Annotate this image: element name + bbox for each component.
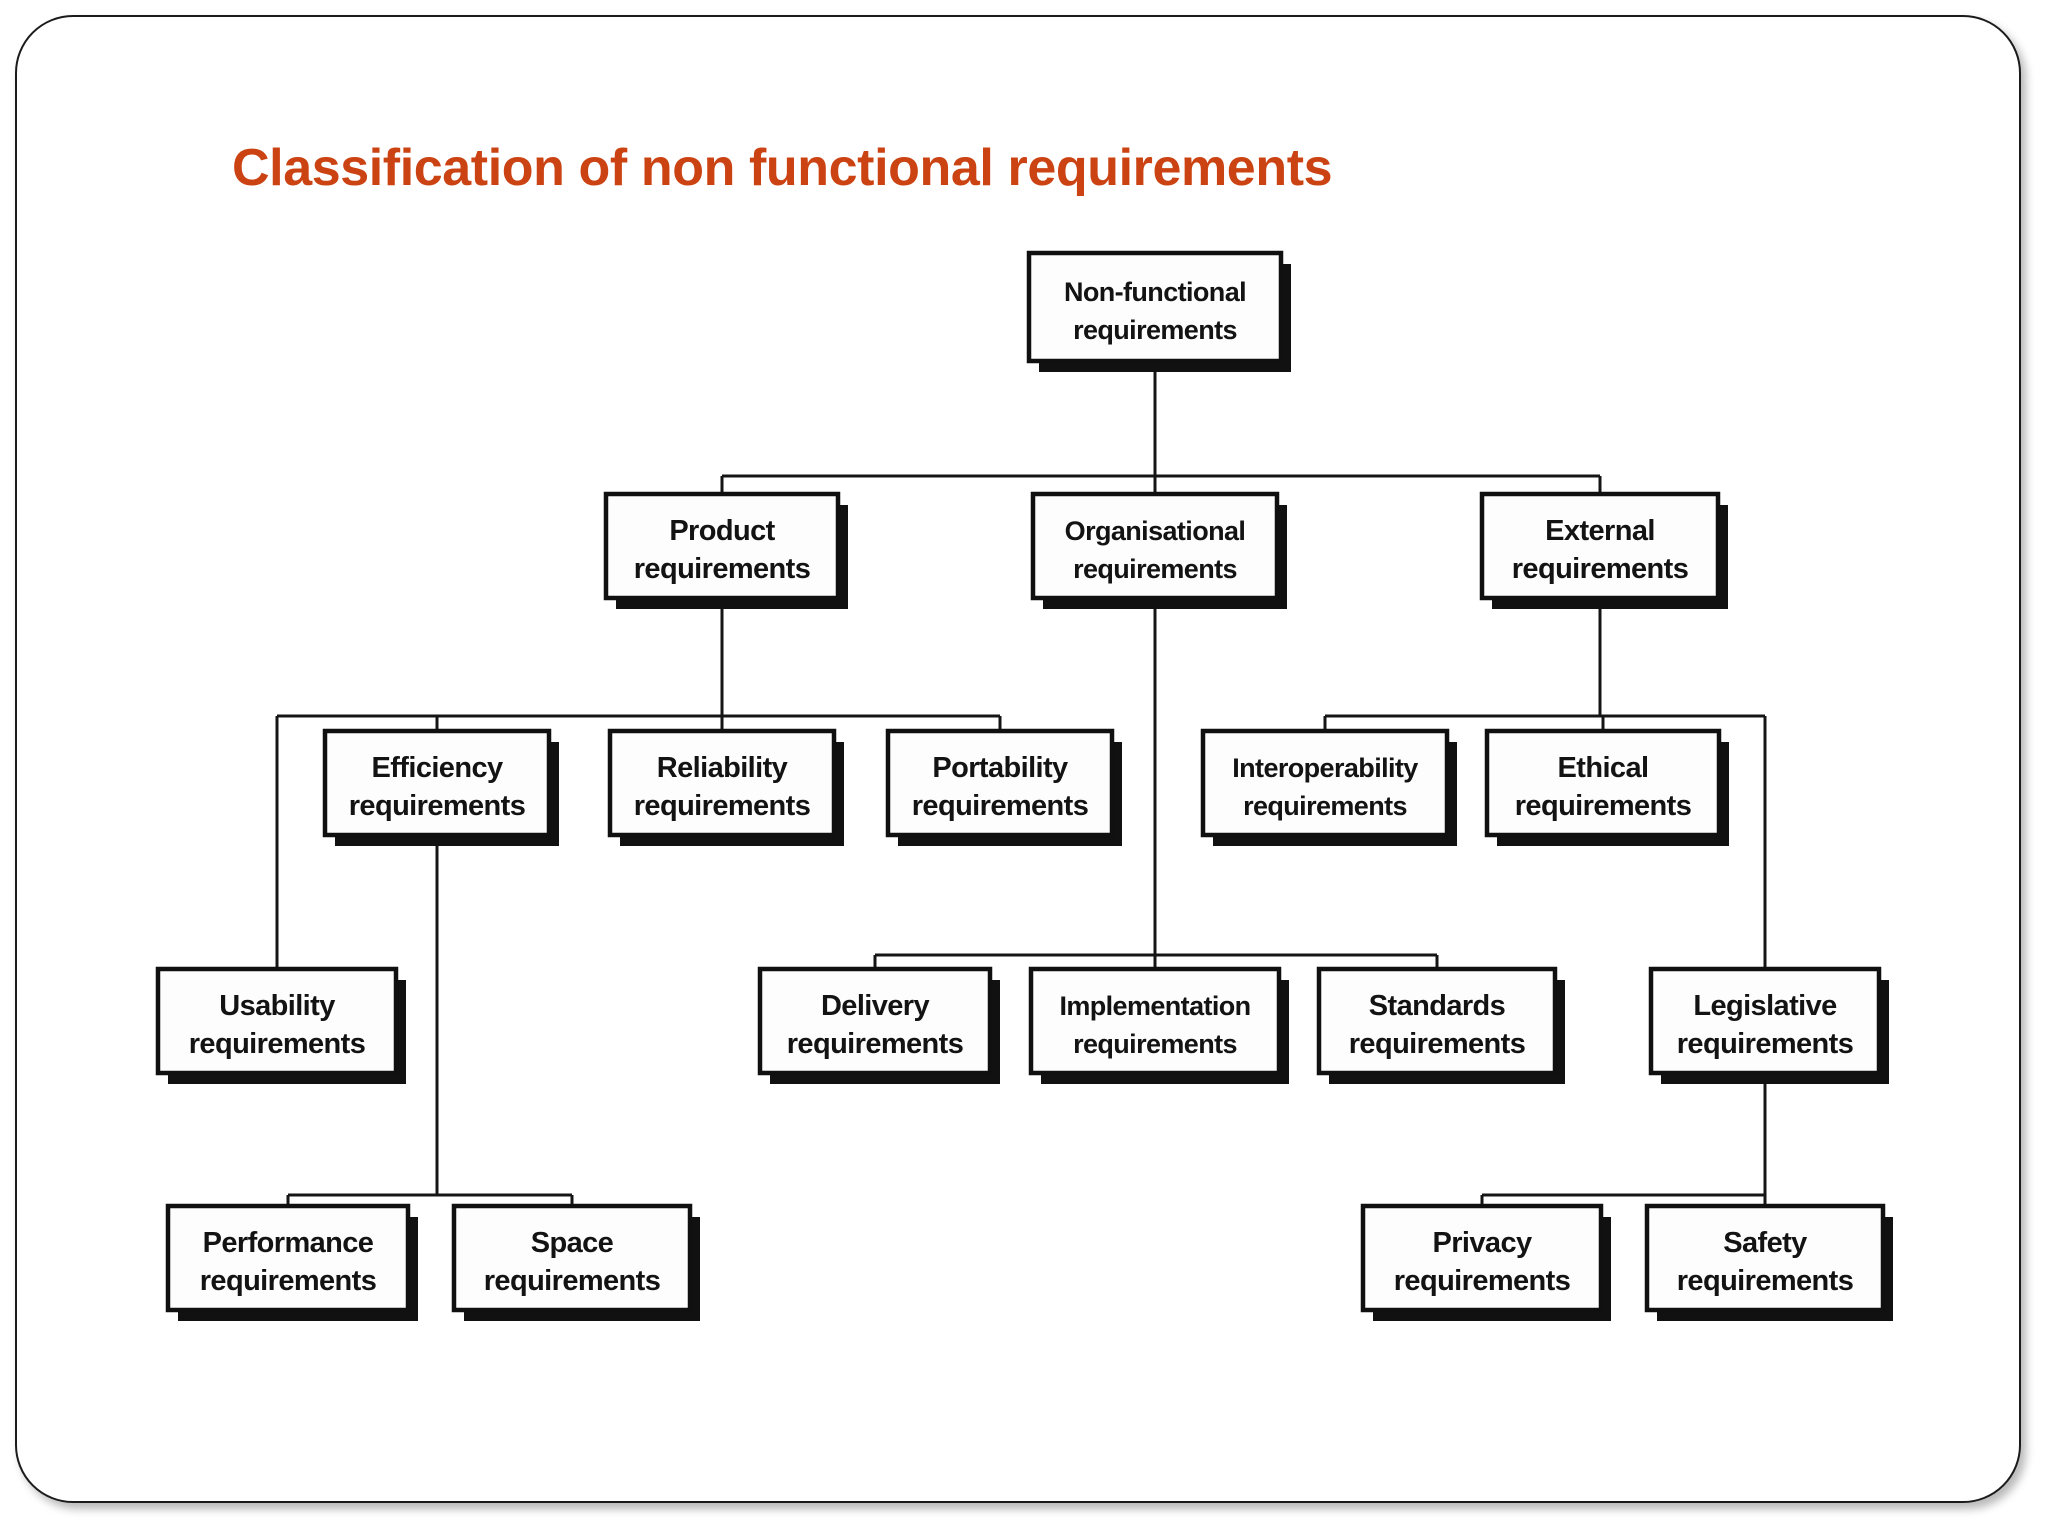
node-product: Product requirements [603, 491, 848, 609]
node-label-line2: requirements [1243, 791, 1407, 821]
node-external: External requirements [1479, 491, 1728, 609]
node-label-line1: Usability [219, 990, 335, 1022]
node-label-line2: requirements [1512, 553, 1689, 585]
node-label-line2: requirements [200, 1265, 377, 1297]
node-safety: Safety requirements [1644, 1203, 1893, 1321]
node-label-line1: Space [531, 1227, 614, 1259]
node-box [165, 1203, 411, 1313]
node-label-line1: Efficiency [372, 752, 503, 784]
node-label-line2: requirements [1677, 1028, 1854, 1060]
node-label-line2: requirements [1394, 1265, 1571, 1297]
node-label-line2: requirements [349, 790, 526, 822]
node-delivery: Delivery requirements [757, 966, 1000, 1084]
node-label-line1: External [1545, 515, 1655, 547]
node-label-line2: requirements [189, 1028, 366, 1060]
page-title: Classification of non functional require… [232, 139, 1333, 197]
node-box [1030, 491, 1280, 601]
node-box [607, 728, 837, 838]
node-box [1028, 966, 1282, 1076]
node-label-line1: Privacy [1433, 1227, 1532, 1259]
node-label-line1: Interoperability [1232, 753, 1418, 783]
node-label-line1: Organisational [1065, 516, 1246, 546]
node-label-line1: Performance [203, 1227, 374, 1259]
node-reliability: Reliability requirements [607, 728, 844, 846]
node-label-line2: requirements [1073, 554, 1237, 584]
node-box [155, 966, 399, 1076]
node-box [322, 728, 552, 838]
node-label-line2: requirements [912, 790, 1089, 822]
node-box [1648, 966, 1882, 1076]
node-label-line2: requirements [484, 1265, 661, 1297]
node-interoperability: Interoperability requirements [1200, 728, 1457, 846]
edge-root-bus [720, 361, 1602, 494]
node-legislative: Legislative requirements [1648, 966, 1889, 1084]
node-box [1484, 728, 1722, 838]
node-efficiency: Efficiency requirements [322, 728, 559, 846]
node-privacy: Privacy requirements [1360, 1203, 1611, 1321]
node-ethical: Ethical requirements [1484, 728, 1729, 846]
node-label-line1: Safety [1723, 1227, 1807, 1259]
edge-product-bus [275, 598, 1002, 969]
node-label-line2: requirements [1073, 315, 1237, 345]
node-label-line1: Portability [932, 752, 1068, 784]
edge-external-bus [1323, 598, 1767, 969]
connector-lines-group [275, 361, 1767, 1206]
node-label-line1: Product [669, 515, 775, 547]
node-label-line2: requirements [1349, 1028, 1526, 1060]
node-portability: Portability requirements [885, 728, 1122, 846]
node-box [757, 966, 993, 1076]
node-label-line1: Non-functional [1064, 277, 1246, 307]
node-label-line2: requirements [1515, 790, 1692, 822]
node-label-line2: requirements [634, 790, 811, 822]
node-box [1316, 966, 1558, 1076]
node-box [1644, 1203, 1886, 1313]
node-label-line1: Ethical [1558, 752, 1649, 784]
node-label-line1: Legislative [1693, 990, 1837, 1022]
edge-efficiency-bus [286, 835, 574, 1206]
edge-organisational-bus [873, 598, 1439, 969]
node-box [885, 728, 1115, 838]
tree-nodes-group: Non-functionalrequirementsProductrequire… [155, 250, 1893, 1321]
node-space: Space requirements [451, 1203, 700, 1321]
node-organisational: Organisational requirements [1030, 491, 1287, 609]
node-performance: Performance requirements [165, 1203, 418, 1321]
node-label-line2: requirements [787, 1028, 964, 1060]
node-root: Non-functional requirements [1026, 250, 1291, 372]
node-box [1200, 728, 1450, 838]
edge-legislative-bus [1480, 1073, 1767, 1206]
node-label-line1: Implementation [1059, 991, 1250, 1021]
node-box [1479, 491, 1721, 601]
node-label-line2: requirements [1677, 1265, 1854, 1297]
node-label-line1: Standards [1369, 990, 1505, 1022]
node-box [1026, 250, 1284, 364]
node-label-line1: Delivery [821, 990, 930, 1022]
node-implementation: Implementation requirements [1028, 966, 1289, 1084]
node-label-line1: Reliability [657, 752, 788, 784]
node-label-line2: requirements [1073, 1029, 1237, 1059]
node-standards: Standards requirements [1316, 966, 1565, 1084]
node-box [451, 1203, 693, 1313]
node-box [1360, 1203, 1604, 1313]
node-box [603, 491, 841, 601]
node-label-line2: requirements [634, 553, 811, 585]
node-usability: Usability requirements [155, 966, 406, 1084]
